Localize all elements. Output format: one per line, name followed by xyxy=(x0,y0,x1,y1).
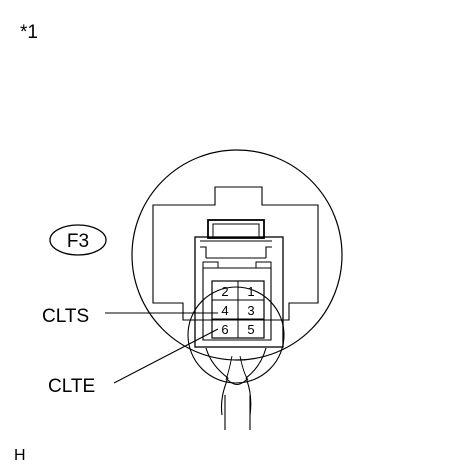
corner-mark: H xyxy=(14,447,26,464)
connector-code-label: F3 xyxy=(67,231,89,252)
wire-strands xyxy=(225,355,249,385)
connector-cavity xyxy=(202,267,272,341)
connector-housing xyxy=(152,186,319,321)
figure-marker: *1 xyxy=(20,22,38,43)
callout-clts-label: CLTS xyxy=(42,306,89,327)
connector-body xyxy=(194,236,284,348)
detail-circle xyxy=(187,286,285,384)
callout-clte-label: CLTE xyxy=(48,376,95,397)
pin-1-label: 1 xyxy=(247,284,254,299)
pin-2-label: 2 xyxy=(221,284,228,299)
wire-bundle xyxy=(205,347,267,416)
pin-5-label: 5 xyxy=(247,322,254,337)
latch-tab-outer xyxy=(207,219,265,239)
wire-lead xyxy=(224,395,251,430)
latch-tab-inner xyxy=(212,223,260,238)
connector-code-badge xyxy=(49,224,107,256)
latch-guide xyxy=(200,240,272,259)
callout-clte-line xyxy=(113,328,219,384)
pin-6-label: 6 xyxy=(221,322,228,337)
pin-3-label: 3 xyxy=(247,303,254,318)
cavity-notch xyxy=(202,261,272,268)
zoom-circle xyxy=(131,149,343,361)
pin-4-label: 4 xyxy=(221,303,228,318)
